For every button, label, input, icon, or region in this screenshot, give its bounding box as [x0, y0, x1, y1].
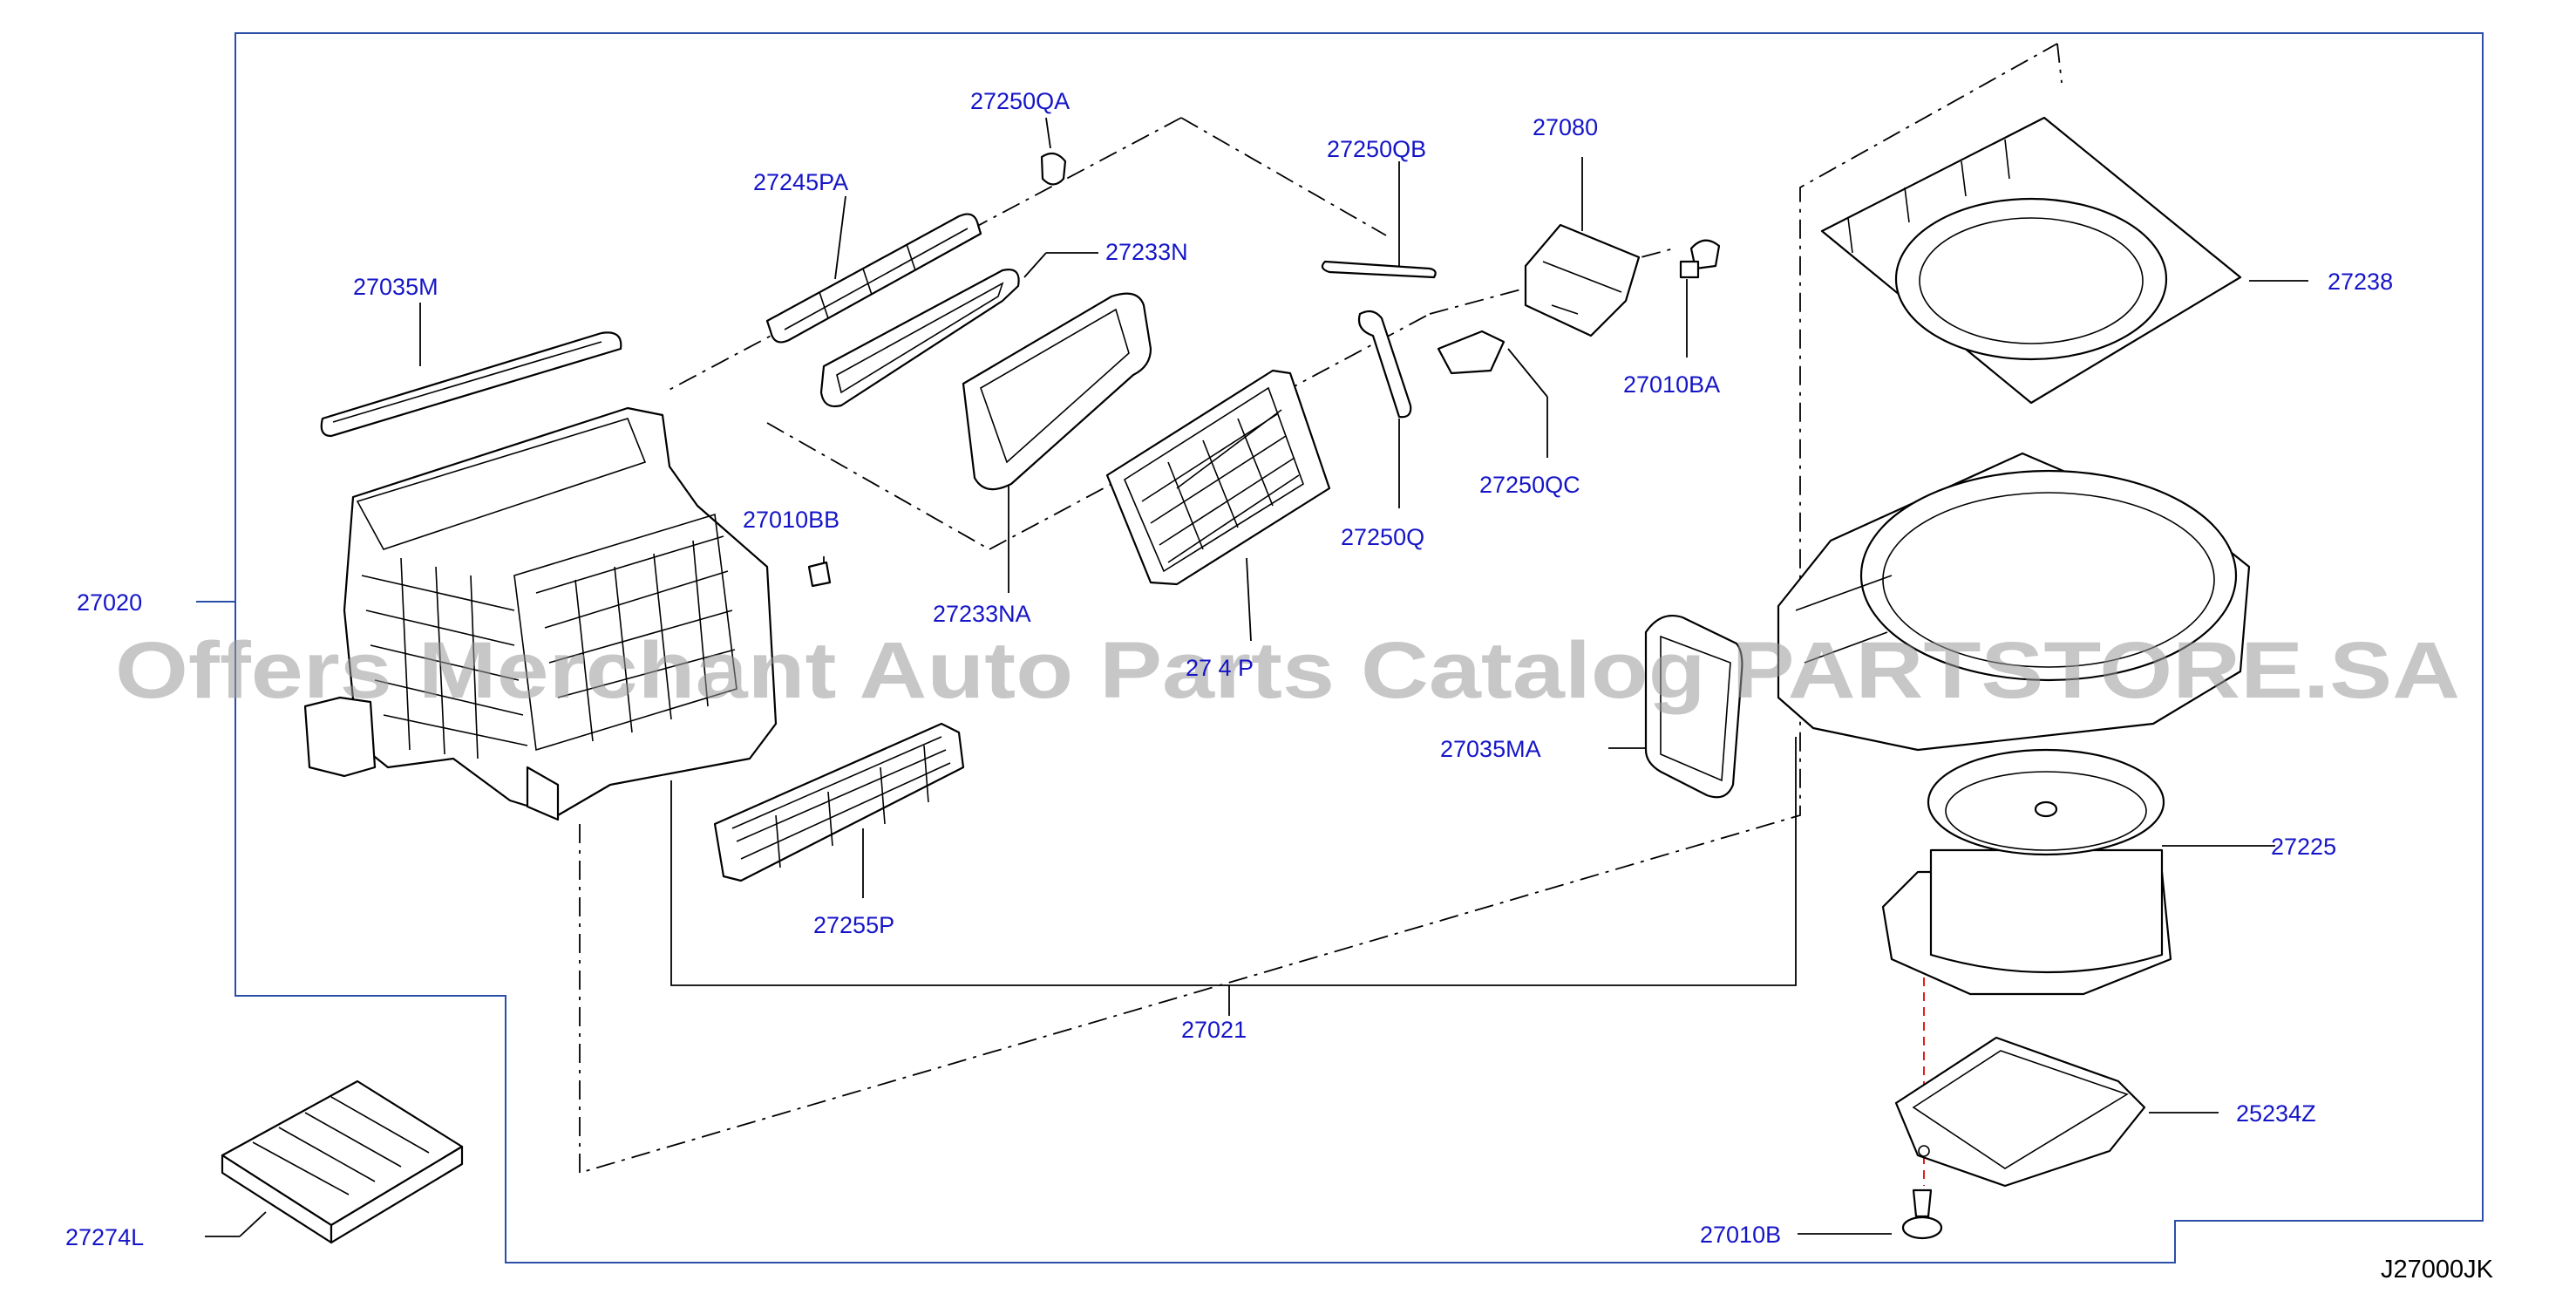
callout-labels: 27250QA 27245PA 27233N 27035M 27010BB 27… [65, 88, 2393, 1250]
seal-27233N [819, 269, 1020, 408]
blower-motor-27225 [1881, 748, 2172, 996]
upper-case-27238 [1820, 116, 2242, 405]
watermark-text: Offers Merchant Auto Parts Catalog PARTS… [115, 626, 2460, 715]
callout-27250QC: 27250QC [1479, 472, 1580, 498]
screw-27010B [1901, 1188, 1943, 1240]
seal-27233NA [962, 292, 1152, 491]
lever-27250Q [1357, 310, 1412, 419]
callout-27035M: 27035M [353, 274, 438, 300]
leader-lines [205, 117, 2308, 1237]
callout-27274L: 27274L [65, 1224, 144, 1250]
callout-27255P: 27255P [813, 912, 894, 938]
panel-27255P [713, 722, 965, 882]
callout-27080: 27080 [1533, 114, 1598, 140]
control-unit-25234Z [1894, 1036, 2146, 1188]
filter-27274L [221, 1079, 464, 1244]
callout-27238: 27238 [2328, 269, 2393, 295]
actuator-27080 [1524, 223, 1641, 337]
clip-27010BB [807, 561, 832, 588]
diagram-reference-code: J27000JK [2381, 1256, 2494, 1284]
callout-25234Z: 25234Z [2236, 1100, 2316, 1127]
guide-right-drop [2056, 43, 2063, 84]
callout-27274P: 27 4 P [1186, 655, 1254, 681]
callout-27250QA: 27250QA [970, 88, 1070, 114]
heater-unit-housing [303, 406, 778, 821]
callout-27020: 27020 [77, 589, 142, 616]
callout-27010BB: 27010BB [743, 507, 839, 533]
callout-27010B: 27010B [1700, 1222, 1781, 1248]
link-27250QB [1321, 260, 1437, 279]
callout-27250Q: 27250Q [1341, 524, 1424, 550]
callout-27250QB: 27250QB [1327, 136, 1426, 162]
gasket-27035MA [1644, 614, 1743, 799]
bracket-27021 [670, 737, 1797, 1016]
bracket-27250QC [1437, 330, 1505, 375]
callout-27035MA: 27035MA [1440, 736, 1541, 762]
clip-27250QA [1040, 152, 1067, 186]
callout-27225: 27225 [2271, 834, 2336, 860]
callout-27245PA: 27245PA [753, 169, 848, 195]
screw-27010BA [1679, 239, 1721, 279]
guide-left-group [579, 43, 2058, 1175]
blower-case [1777, 452, 2251, 752]
gasket-27035M [320, 331, 622, 438]
callout-27233N: 27233N [1105, 239, 1188, 265]
callout-27233NA: 27233NA [933, 601, 1031, 627]
callout-27021: 27021 [1181, 1017, 1247, 1043]
filter-27274P [1105, 369, 1331, 586]
actuator-rod-27245PA [765, 213, 982, 344]
callout-27010BA: 27010BA [1623, 371, 1720, 398]
assembly-frame [234, 32, 2484, 1263]
